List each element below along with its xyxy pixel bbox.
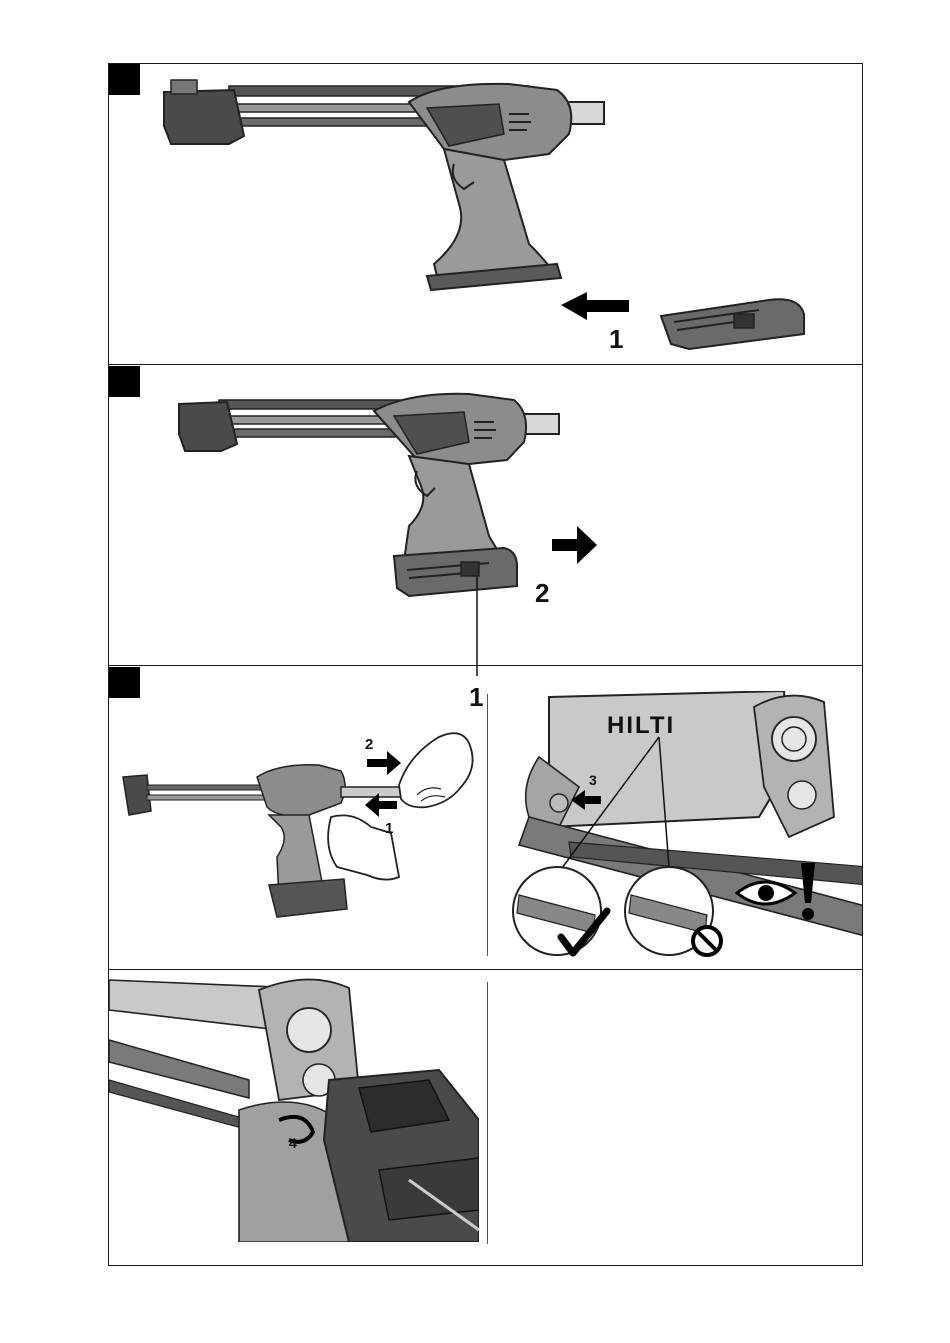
callout-2: 2 (535, 578, 549, 608)
brand-logo-text: HILTI (607, 712, 675, 739)
callout-4: 4 (289, 1135, 297, 1151)
arrow-left-icon (561, 292, 629, 320)
callout-1: 1 (385, 820, 393, 837)
dispenser-closeup-icon (109, 979, 479, 1242)
arrow-right-icon (367, 751, 401, 775)
callout-2: 2 (365, 736, 373, 753)
panel-3-right-illustration: HILTI 3 (489, 667, 862, 967)
callout-1: 1 (609, 324, 623, 354)
panel-3-vertical-divider (487, 694, 488, 956)
panel-divider-2 (109, 665, 862, 666)
callout-3: 3 (589, 772, 597, 788)
battery-pack-icon (661, 299, 804, 349)
panel-4-vertical-divider (487, 982, 488, 1244)
zoom-correct-orientation (513, 867, 607, 955)
panel-1-illustration: 1 (109, 64, 862, 364)
panel-3-left-illustration: 2 1 (109, 667, 487, 967)
prohibited-icon (693, 927, 721, 955)
instruction-figure-frame: 1 2 1 (108, 63, 863, 1266)
gloved-hand-pull-icon (399, 733, 473, 807)
arrow-right-icon (552, 526, 597, 564)
panel-2-illustration: 2 1 (109, 366, 862, 666)
battery-pack-icon (394, 548, 517, 596)
panel-divider-1 (109, 364, 862, 365)
dispenser-tool-icon (164, 80, 604, 290)
panel-4-illustration: 4 (109, 970, 487, 1250)
dispenser-tool-icon (179, 394, 559, 561)
